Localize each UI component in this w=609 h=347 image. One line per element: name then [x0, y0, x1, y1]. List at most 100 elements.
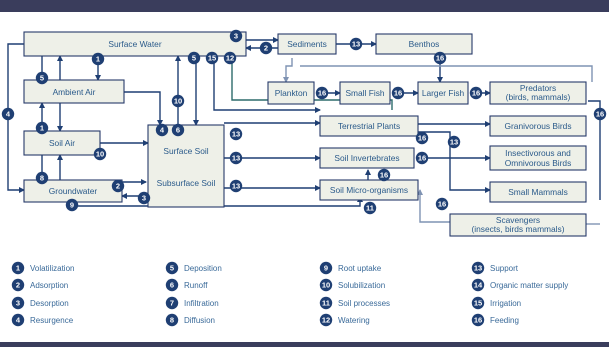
node-label: Soil Micro-organisms: [330, 185, 408, 195]
svg-text:13: 13: [232, 130, 240, 139]
node-soil-invertebrates: Soil Invertebrates: [319, 147, 415, 169]
svg-text:3: 3: [16, 299, 20, 308]
legend-label: Organic matter supply: [490, 281, 568, 290]
legend-label: Infiltration: [184, 299, 219, 308]
legend-badge-icon: 9: [319, 261, 333, 275]
process-badge-icon: 16: [415, 131, 429, 145]
process-badge-icon: 16: [593, 107, 607, 121]
node-label: Surface Soil: [163, 146, 208, 156]
svg-text:16: 16: [474, 316, 482, 325]
process-badge-icon: 12: [223, 51, 237, 65]
svg-text:4: 4: [16, 316, 21, 325]
process-badge-icon: 5: [35, 71, 49, 85]
node-ambient-air: Ambient Air: [23, 79, 125, 104]
svg-text:5: 5: [40, 74, 44, 83]
legend-label: Feeding: [490, 316, 519, 325]
node-label: Surface Water: [108, 39, 161, 49]
process-badge-icon: 2: [111, 179, 125, 193]
process-badge-icon: 4: [155, 123, 169, 137]
svg-text:16: 16: [472, 89, 480, 98]
svg-text:16: 16: [596, 110, 604, 119]
svg-text:1: 1: [96, 55, 100, 64]
svg-text:8: 8: [170, 316, 174, 325]
node-label: Sediments: [287, 39, 327, 49]
process-badge-icon: 1: [35, 121, 49, 135]
svg-text:16: 16: [418, 134, 426, 143]
process-badge-icon: 15: [205, 51, 219, 65]
process-badge-icon: 11: [363, 201, 377, 215]
legend-badge-icon: 7: [165, 296, 179, 310]
legend-label: Deposition: [184, 264, 222, 273]
legend-label: Watering: [338, 316, 370, 325]
node-label: Terrestrial Plants: [338, 121, 400, 131]
svg-text:14: 14: [474, 281, 483, 290]
node-label: Small Fish: [345, 88, 384, 98]
node-insectivorous-birds: Insectivorous and Omnivorous Birds: [489, 145, 587, 171]
node-granivorous-birds: Granivorous Birds: [489, 115, 587, 137]
svg-text:2: 2: [116, 182, 120, 191]
legend-badge-icon: 16: [471, 313, 485, 327]
node-plankton: Plankton: [267, 81, 315, 105]
process-badge-icon: 13: [229, 151, 243, 165]
node-label: Insectivorous and: [505, 148, 571, 158]
node-surface-soil: Surface Soil Subsurface Soil: [147, 124, 225, 208]
legend-label: Solubilization: [338, 281, 385, 290]
node-label: Plankton: [275, 88, 308, 98]
legend-label: Soil processes: [338, 299, 390, 308]
process-badge-icon: 3: [229, 29, 243, 43]
node-label: Soil Invertebrates: [334, 153, 399, 163]
svg-text:10: 10: [174, 97, 182, 106]
process-badge-icon: 6: [171, 123, 185, 137]
node-label: Soil Air: [49, 138, 75, 148]
node-small-mammals: Small Mammals: [489, 181, 587, 203]
process-badge-icon: 13: [229, 179, 243, 193]
node-label: Omnivorous Birds: [505, 158, 572, 168]
legend-badge-icon: 14: [471, 278, 485, 292]
svg-text:6: 6: [170, 281, 174, 290]
svg-text:16: 16: [318, 89, 326, 98]
svg-text:4: 4: [6, 110, 11, 119]
svg-text:10: 10: [96, 150, 104, 159]
svg-text:5: 5: [170, 264, 174, 273]
legend-badge-icon: 10: [319, 278, 333, 292]
legend-badge-icon: 15: [471, 296, 485, 310]
svg-text:13: 13: [352, 40, 360, 49]
legend-label: Root uptake: [338, 264, 382, 273]
node-label: Groundwater: [49, 186, 98, 196]
svg-text:5: 5: [192, 54, 196, 63]
node-small-fish: Small Fish: [339, 81, 391, 105]
svg-text:8: 8: [40, 174, 44, 183]
svg-text:12: 12: [322, 316, 330, 325]
legend-badge-icon: 4: [11, 313, 25, 327]
svg-text:3: 3: [142, 194, 146, 203]
node-label: Granivorous Birds: [504, 121, 571, 131]
process-badge-icon: 16: [391, 86, 405, 100]
legend-label: Volatilization: [30, 264, 74, 273]
flow-right-column: [588, 100, 601, 200]
legend-badge-icon: 5: [165, 261, 179, 275]
process-badge-icon: 10: [171, 94, 185, 108]
svg-text:13: 13: [450, 138, 458, 147]
svg-text:2: 2: [16, 281, 20, 290]
node-terrestrial-plants: Terrestrial Plants: [319, 115, 419, 137]
process-badge-icon: 3: [137, 191, 151, 205]
bottom-frame-bar: [0, 342, 609, 347]
flow-sw-to-plankton: [283, 58, 293, 83]
legend-badge-icon: 2: [11, 278, 25, 292]
svg-text:7: 7: [170, 299, 174, 308]
node-larger-fish: Larger Fish: [417, 81, 469, 105]
svg-text:1: 1: [40, 124, 44, 133]
legend-label: Desorption: [30, 299, 69, 308]
process-badge-icon: 13: [447, 135, 461, 149]
process-badge-icon: 16: [469, 86, 483, 100]
node-label: (insects, birds mammals): [471, 224, 564, 234]
process-badge-icon: 5: [187, 51, 201, 65]
legend-badge-icon: 6: [165, 278, 179, 292]
process-badge-icon: 16: [435, 197, 449, 211]
svg-text:1: 1: [16, 264, 20, 273]
process-badge-icon: 9: [65, 198, 79, 212]
legend-label: Irrigation: [490, 299, 521, 308]
svg-text:11: 11: [366, 204, 374, 213]
svg-text:16: 16: [418, 154, 426, 163]
